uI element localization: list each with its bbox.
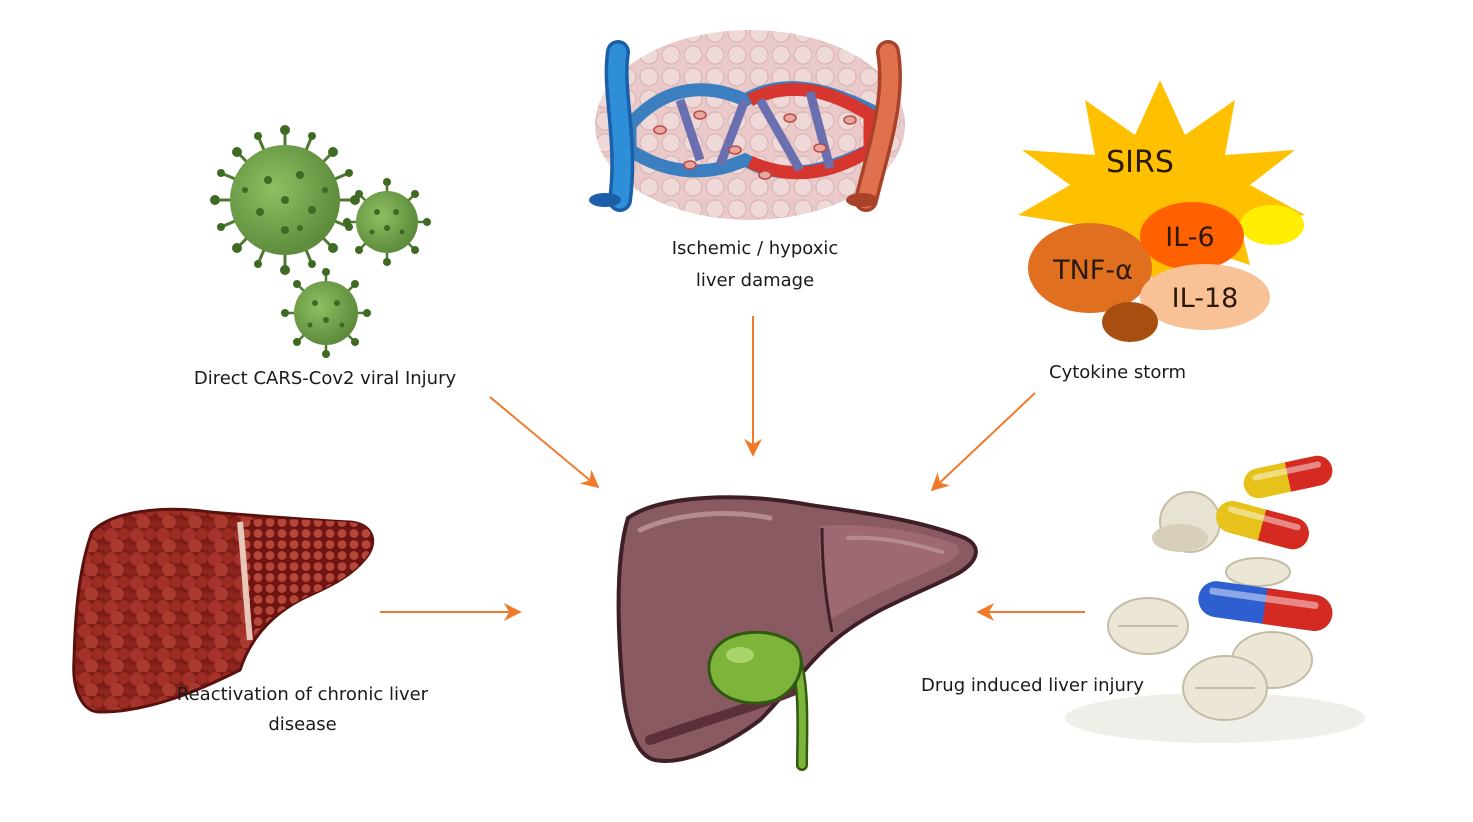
small-yellow-blob bbox=[1240, 205, 1304, 245]
label-chronic-disease: Reactivation of chronic liver disease bbox=[150, 682, 455, 738]
label-viral-injury: Direct CARS-Cov2 viral Injury bbox=[193, 368, 457, 389]
label-chronic-line1: Reactivation of chronic liver bbox=[176, 684, 429, 705]
arrows bbox=[380, 316, 1085, 621]
capillary-network-icon bbox=[589, 30, 905, 220]
arrow-viral bbox=[489, 396, 600, 489]
label-ischemic: Ischemic / hypoxic liver damage bbox=[620, 236, 890, 294]
central-liver-icon bbox=[616, 495, 978, 771]
label-ischemic-line1: Ischemic / hypoxic bbox=[671, 238, 839, 259]
label-cytokine-storm: Cytokine storm bbox=[1049, 362, 1186, 383]
virus-icon-bottom bbox=[281, 268, 371, 358]
label-chronic-line2: disease bbox=[268, 714, 337, 735]
il6-label: IL-6 bbox=[1165, 222, 1214, 253]
sirs-label: SIRS bbox=[1106, 145, 1174, 180]
virus-icon-large bbox=[210, 125, 360, 275]
il6-blob bbox=[1140, 202, 1244, 270]
cytokine-cluster-icon: SIRS IL-6 TNF-α IL-18 bbox=[1018, 80, 1305, 342]
cirrhotic-liver-icon bbox=[72, 507, 374, 714]
label-ischemic-line2: liver damage bbox=[695, 270, 815, 291]
il18-blob bbox=[1140, 264, 1270, 330]
gallbladder-icon bbox=[707, 630, 803, 705]
dark-brown-blob bbox=[1102, 302, 1158, 342]
tnf-blob bbox=[1028, 223, 1152, 313]
pills-icon bbox=[1065, 455, 1365, 743]
il18-label: IL-18 bbox=[1172, 283, 1239, 314]
tnf-label: TNF-α bbox=[1052, 255, 1133, 286]
label-drug-injury: Drug induced liver injury bbox=[921, 675, 1144, 696]
virus-icon-small bbox=[343, 178, 431, 266]
arrow-cytokine bbox=[930, 392, 1036, 492]
